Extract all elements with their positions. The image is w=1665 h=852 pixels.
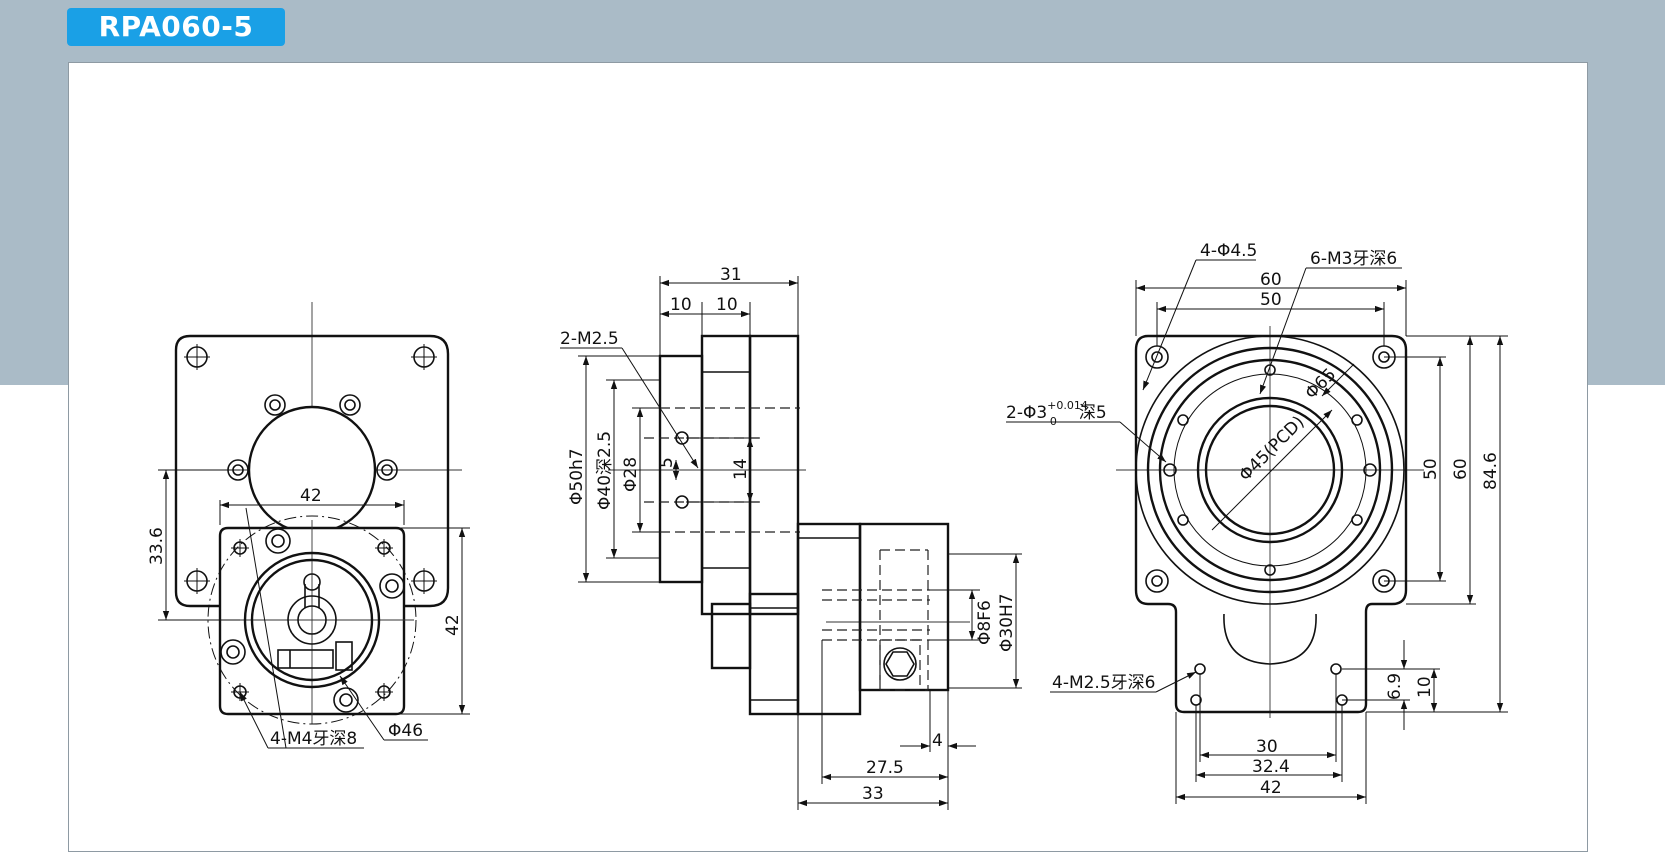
model-title-badge: RPA060-5 <box>67 8 285 46</box>
dim-phi65: Φ65 <box>1301 365 1340 404</box>
dim-phi40: Φ40深2.5 <box>595 431 615 510</box>
dim-4: 4 <box>932 731 943 751</box>
dim-phi8f6: Φ8F6 <box>975 600 995 645</box>
dim-10-a: 10 <box>670 295 692 315</box>
dim-42-top: 42 <box>300 486 322 506</box>
dim-33: 33 <box>862 784 884 804</box>
tap-4-m2-5: 4-M2.5牙深6 <box>1052 673 1155 693</box>
dim-60-top: 60 <box>1260 270 1282 290</box>
dim-31: 31 <box>720 265 742 285</box>
tap-4-m4: 4-M4牙深8 <box>270 729 357 749</box>
dim-phi46: Φ46 <box>388 721 423 741</box>
dim-42-right: 42 <box>443 614 463 636</box>
dim-phi30h7: Φ30H7 <box>997 593 1017 652</box>
tap-6-m3: 6-M3牙深6 <box>1310 249 1397 269</box>
dim-phi28: Φ28 <box>621 457 641 492</box>
dim-5: 5 <box>657 457 677 468</box>
dim-84-6: 84.6 <box>1481 452 1501 490</box>
middle-view: 31 10 10 2-M2.5 Φ50h7 Φ40深2.5 Φ28 5 14 <box>560 265 1022 810</box>
right-view: Φ45(PCD) Φ65 4-Φ4.5 6-M3牙深6 60 50 2-Φ3+0… <box>1006 241 1508 804</box>
left-view: 42 33.6 42 4-M4牙深8 Φ46 <box>147 302 470 749</box>
dim-42-bottom: 42 <box>1260 778 1282 798</box>
dim-6-9: 6.9 <box>1385 673 1405 700</box>
dim-33-6: 33.6 <box>147 527 167 565</box>
dim-27-5: 27.5 <box>866 758 904 778</box>
dim-14: 14 <box>731 458 751 480</box>
dim-50-right: 50 <box>1421 458 1441 480</box>
holes-4-phi4-5: 4-Φ4.5 <box>1200 241 1257 261</box>
dim-phi50h7: Φ50h7 <box>567 448 587 505</box>
tap-2-m2-5: 2-M2.5 <box>560 329 619 349</box>
dim-10: 10 <box>1415 676 1435 698</box>
dim-60-right: 60 <box>1451 458 1471 480</box>
dim-10-b: 10 <box>716 295 738 315</box>
dim-phi45-pcd: Φ45(PCD) <box>1235 412 1308 485</box>
dim-30: 30 <box>1256 737 1278 757</box>
dim-50-top: 50 <box>1260 290 1282 310</box>
dim-32-4: 32.4 <box>1252 757 1290 777</box>
